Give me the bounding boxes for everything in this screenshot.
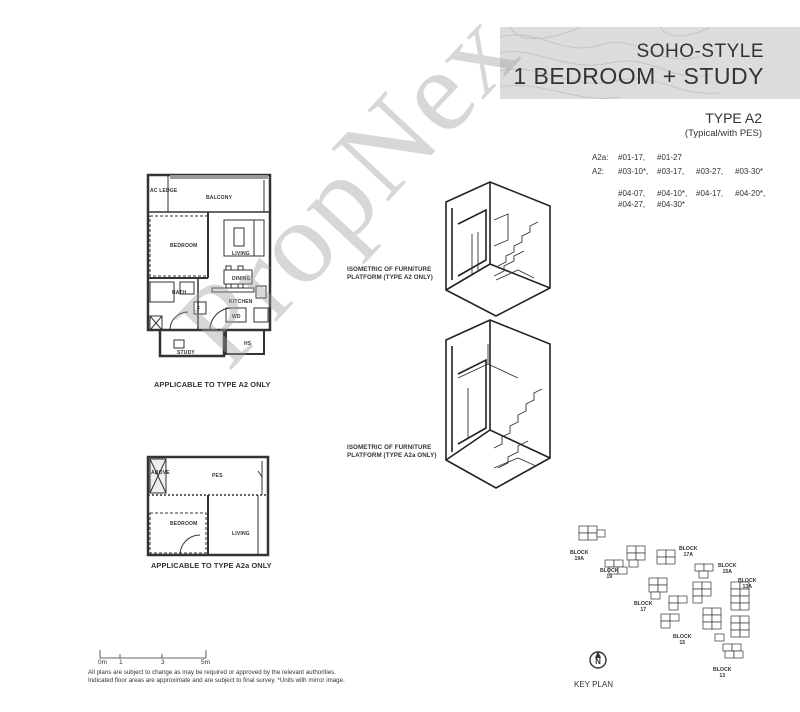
unit-number: #04-27, — [618, 200, 646, 209]
unit-number: #03-17, — [657, 166, 685, 176]
unit-list: A2a: #01-17, #01-27 A2: #03-10*, #03-17,… — [592, 150, 774, 210]
floor-plan-a2 — [146, 173, 272, 358]
caption-isometric-a2-line1: ISOMETRIC OF FURNITURE — [347, 266, 432, 273]
unit-type-label: A2: — [592, 166, 605, 176]
room-study: STUDY — [177, 350, 195, 356]
isometric-a2 — [445, 181, 551, 317]
header-banner: SOHO-STYLE 1 BEDROOM + STUDY — [500, 27, 800, 99]
room-hs: HS — [244, 341, 252, 347]
unit-row: #04-27, #04-30* — [592, 199, 774, 210]
unit-number: #01-17, — [618, 152, 646, 162]
room-kitchen: KITCHEN — [229, 299, 253, 305]
unit-number: #04-17, — [696, 189, 724, 198]
scale-bar — [99, 650, 207, 659]
room-pes: PES — [212, 473, 223, 479]
title-bedroom-study: 1 BEDROOM + STUDY — [513, 63, 764, 89]
isometric-a2a — [445, 319, 551, 489]
caption-isometric-a2a: ISOMETRIC OF FURNITURE PLATFORM (TYPE A2… — [347, 444, 437, 460]
room-living: LIVING — [232, 251, 250, 257]
scale-label-5: 5m — [201, 659, 211, 666]
room-fridge: F — [197, 306, 201, 312]
header-texture — [500, 27, 721, 99]
key-plan-map: N — [578, 525, 750, 669]
north-arrow-letter: N — [595, 657, 601, 666]
unit-number: #03-30* — [735, 166, 764, 176]
caption-plan-a2a: APPLICABLE TO TYPE A2a ONLY — [151, 561, 272, 570]
footnote: All plans are subject to change as may b… — [88, 669, 408, 685]
room-balcony: BALCONY — [206, 195, 233, 201]
key-plan-label: KEY PLAN — [574, 680, 613, 689]
unit-number: #03-10*, — [618, 166, 649, 176]
caption-isometric-a2: ISOMETRIC OF FURNITURE PLATFORM (TYPE A2… — [347, 266, 433, 282]
scale-label-0: 0m — [98, 659, 108, 666]
room-bath: BATH — [172, 290, 187, 296]
footnote-line1: All plans are subject to change as may b… — [88, 669, 336, 676]
unit-row: A2a: #01-17, #01-27 — [592, 150, 774, 164]
caption-isometric-a2-line2: PLATFORM (TYPE A2 ONLY) — [347, 274, 433, 281]
scale-label-3: 3 — [161, 659, 165, 666]
caption-isometric-a2a-line1: ISOMETRIC OF FURNITURE — [347, 444, 432, 451]
caption-isometric-a2a-line2: PLATFORM (TYPE A2a ONLY) — [347, 452, 437, 459]
unit-number: #01-27 — [657, 152, 682, 162]
type-title: TYPE A2 — [705, 110, 762, 126]
room-living-a2a: LIVING — [232, 531, 250, 537]
room-bedroom-a2a: BEDROOM — [170, 521, 198, 527]
unit-number: #03-27, — [696, 166, 724, 176]
title-soho-style: SOHO-STYLE — [636, 41, 764, 62]
room-dining: DINING — [232, 276, 251, 282]
unit-number: #04-30* — [657, 200, 686, 209]
room-bedroom: BEDROOM — [170, 243, 198, 249]
unit-row: A2: #03-10*, #03-17, #03-27, #03-30* — [592, 164, 774, 178]
floor-plan-a2a — [146, 455, 270, 557]
unit-type-label: A2a: — [592, 152, 609, 162]
room-ac-ledge: AC LEDGE — [150, 188, 178, 194]
unit-number: #04-10*, — [657, 189, 688, 198]
room-above: ABOVE — [151, 470, 170, 476]
unit-number: #04-07, — [618, 189, 646, 198]
footnote-line2: Indicated floor areas are approximate an… — [88, 677, 345, 684]
room-wd: WD — [232, 314, 241, 320]
caption-plan-a2: APPLICABLE TO TYPE A2 ONLY — [154, 380, 271, 389]
unit-row: #04-07, #04-10*, #04-17, #04-20*, — [592, 188, 774, 199]
unit-number: #04-20*, — [735, 189, 766, 198]
scale-label-1: 1 — [119, 659, 123, 666]
type-subtitle: (Typical/with PES) — [684, 128, 762, 139]
